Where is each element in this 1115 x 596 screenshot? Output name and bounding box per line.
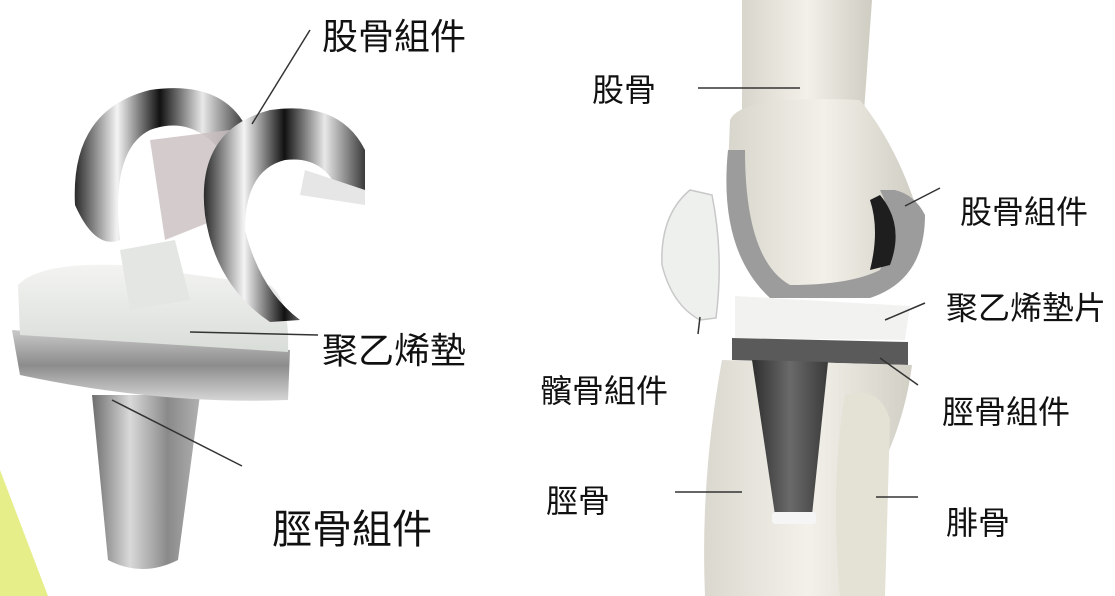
label-polyethylene-insert: 聚乙烯墊 [322,334,466,370]
tibial-stem [92,395,200,569]
accent-wedge [0,470,48,596]
label-fibula: 腓骨 [946,507,1010,539]
right-knee [662,0,925,596]
label-femoral-component-left: 股骨組件 [322,20,466,56]
label-femur: 股骨 [592,74,656,106]
fibula [836,393,890,596]
label-polyethylene-spacer: 聚乙烯墊片 [946,292,1106,324]
label-femoral-component-right: 股骨組件 [960,196,1088,228]
label-tibial-component-right: 脛骨組件 [942,396,1070,428]
left-implant [12,88,365,569]
label-tibia: 脛骨 [546,485,610,517]
patella-component [662,190,719,320]
poly-spacer [735,296,910,340]
label-tibial-component-left: 脛骨組件 [272,510,432,550]
label-patellar-component: 髕骨組件 [540,375,668,407]
